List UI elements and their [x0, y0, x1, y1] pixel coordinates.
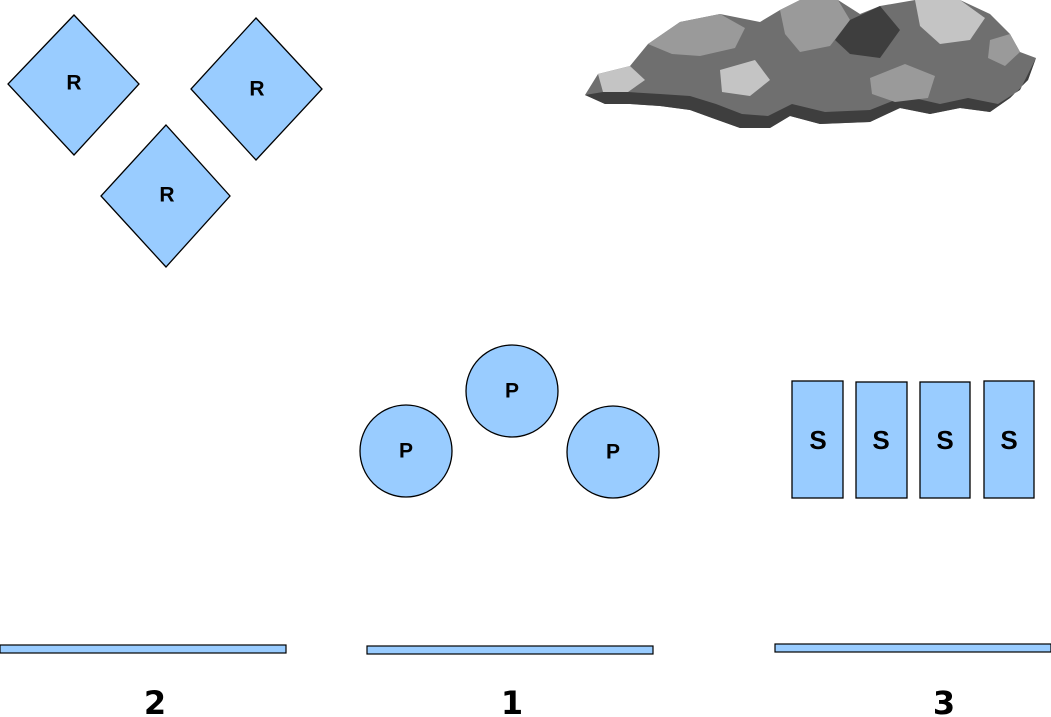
diamond-piece[interactable]: R [7, 14, 140, 156]
bin-bar-2[interactable] [0, 644, 287, 654]
bin-label-1: 1 [501, 684, 523, 717]
rect-piece[interactable]: S [855, 381, 908, 499]
circle-piece[interactable]: P [359, 404, 453, 498]
circle-label: P [606, 441, 620, 464]
rect-piece[interactable]: S [919, 381, 971, 499]
circle-label: P [505, 380, 519, 403]
circle-piece[interactable]: P [566, 405, 660, 499]
bin-bar-1[interactable] [366, 645, 654, 655]
rect-label: S [809, 425, 826, 455]
diamond-label: R [66, 72, 81, 95]
bin-bar-3[interactable] [774, 643, 1051, 653]
rect-label: S [872, 425, 889, 455]
diamond-label: R [249, 78, 264, 101]
diamond-piece[interactable]: R [190, 17, 323, 161]
rect-piece[interactable]: S [791, 380, 844, 499]
rect-label: S [936, 425, 953, 455]
bin-label-3: 3 [933, 684, 955, 717]
diamond-label: R [159, 184, 174, 207]
rect-label: S [1000, 425, 1017, 455]
bin-label-2: 2 [144, 684, 166, 717]
circle-piece[interactable]: P [465, 344, 559, 438]
rock-pile-icon [585, 0, 1036, 128]
diamond-piece[interactable]: R [100, 124, 231, 268]
rect-piece[interactable]: S [983, 380, 1035, 499]
circle-label: P [399, 440, 413, 463]
